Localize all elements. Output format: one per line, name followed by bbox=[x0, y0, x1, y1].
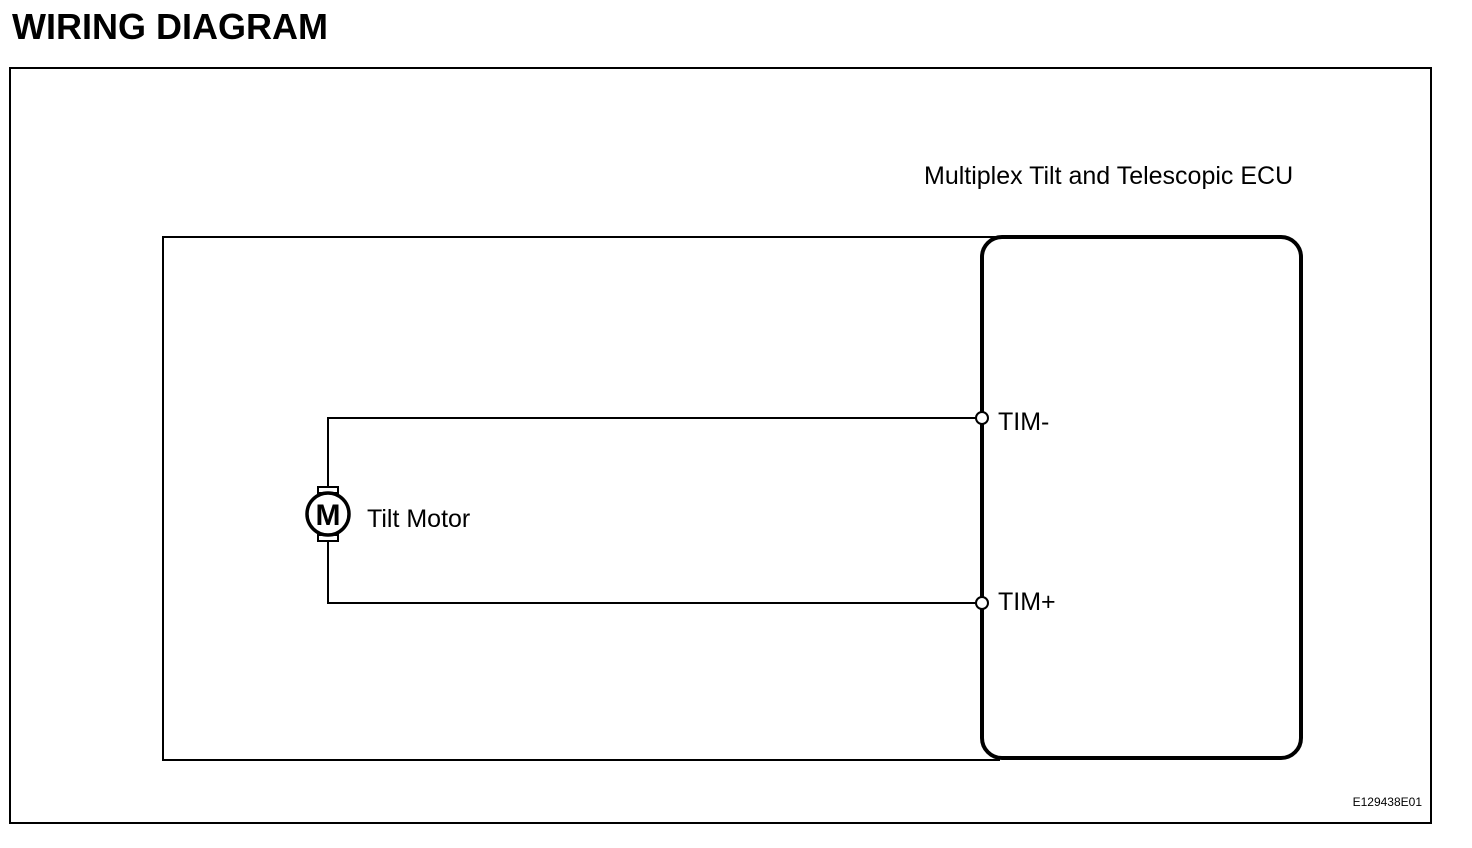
harness-outline bbox=[162, 236, 1000, 761]
wire-tim-plus bbox=[327, 541, 977, 604]
figure-code: E129438E01 bbox=[1353, 795, 1423, 809]
motor-symbol: M bbox=[316, 499, 341, 532]
page-title: WIRING DIAGRAM bbox=[12, 6, 328, 47]
terminal-tim-minus-label: TIM- bbox=[998, 408, 1049, 436]
wire-tim-minus bbox=[327, 417, 977, 487]
tilt-motor-icon: M bbox=[305, 486, 351, 542]
terminal-tim-minus-icon bbox=[975, 411, 989, 425]
terminal-tim-plus-icon bbox=[975, 596, 989, 610]
ecu-box bbox=[980, 235, 1303, 760]
diagram-frame bbox=[9, 67, 1432, 824]
terminal-tim-plus-label: TIM+ bbox=[998, 588, 1056, 616]
ecu-label: Multiplex Tilt and Telescopic ECU bbox=[924, 162, 1293, 190]
tilt-motor-label: Tilt Motor bbox=[367, 505, 470, 533]
